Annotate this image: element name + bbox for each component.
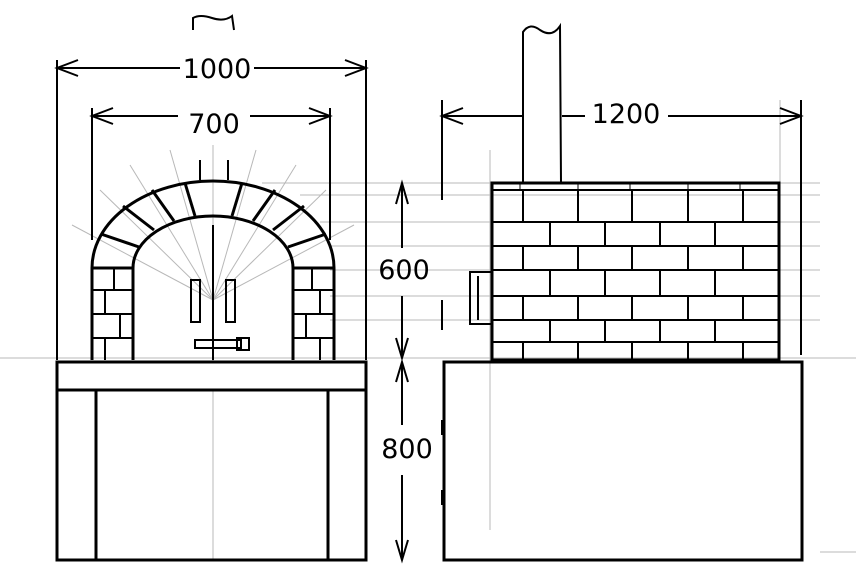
dim-dome-width: 700	[188, 109, 240, 140]
side-base-stand	[442, 360, 804, 562]
side-chimney	[522, 22, 562, 184]
front-slab	[55, 360, 368, 392]
dim-dome-height: 600	[378, 255, 430, 286]
top-cap-ticks	[519, 183, 741, 190]
dim-oven-width: 1000	[183, 54, 252, 85]
dim-oven-length: 1200	[592, 99, 661, 130]
front-view: 1000 700	[54, 14, 369, 562]
construction-lines	[0, 100, 856, 560]
door-vent-left	[190, 279, 201, 323]
door-handle-knob	[236, 337, 250, 351]
arch-inner	[131, 214, 295, 360]
height-dimensions: 600 800	[378, 100, 443, 564]
right-pillar-bricks	[293, 268, 334, 360]
front-chimney-break	[192, 14, 235, 31]
dim-base-height: 800	[381, 434, 433, 465]
left-pillar-bricks	[92, 268, 133, 360]
side-view: 1200	[439, 22, 804, 562]
side-brick-courses	[492, 190, 779, 360]
arch-bricks	[92, 182, 334, 270]
front-base-stand	[55, 388, 368, 562]
arch-outer	[90, 179, 336, 360]
door-vent-right	[225, 279, 236, 323]
door-handle	[194, 339, 242, 349]
side-door-profile	[469, 271, 493, 325]
brick-body	[490, 181, 781, 362]
